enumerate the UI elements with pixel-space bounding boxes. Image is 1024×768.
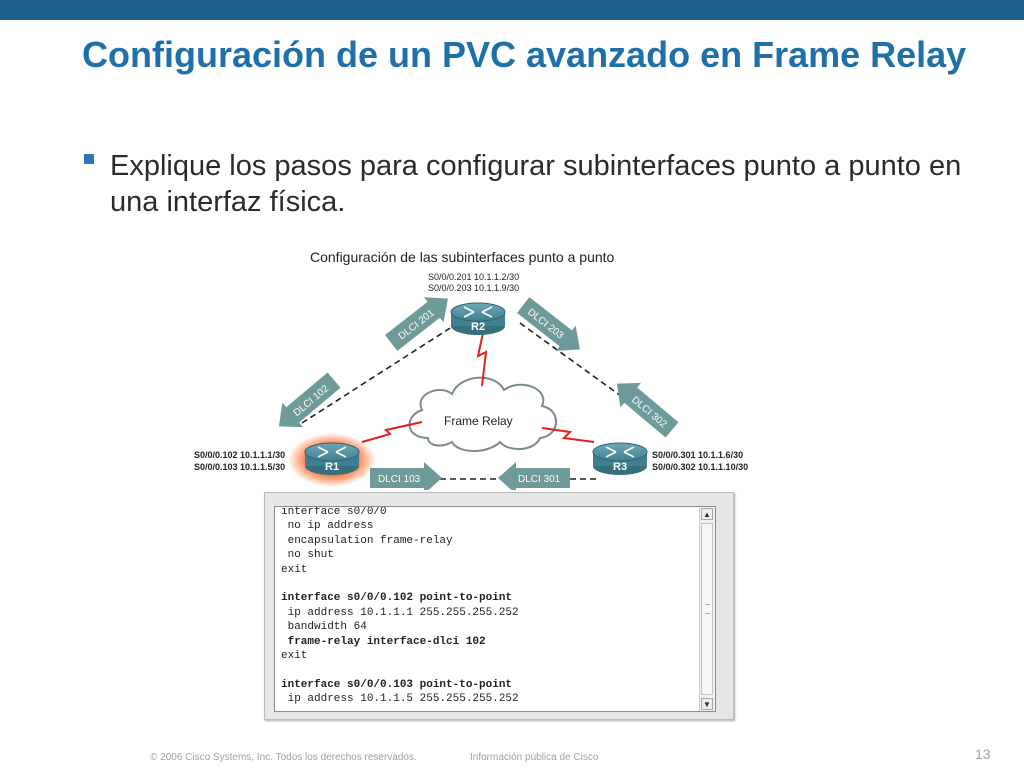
grip-icon	[705, 604, 710, 614]
router-arrows-icon	[317, 446, 347, 458]
slide-title: Configuración de un PVC avanzado en Fram…	[82, 34, 967, 75]
router-r3: R3	[592, 442, 648, 475]
r3-interface-2: S0/0/0.302 10.1.1.10/30	[652, 462, 748, 472]
router-r2-label: R2	[471, 321, 485, 333]
bullet-square-icon	[84, 154, 94, 164]
dlci-103-label: DLCI 103	[378, 474, 421, 485]
dlci-302-arrow: DLCI 302	[616, 382, 679, 438]
serial-link-r2	[476, 332, 488, 387]
dlci-201-arrow: DLCI 201	[385, 297, 448, 351]
footer-classification: Información pública de Cisco	[470, 752, 599, 763]
router-arrows-icon	[463, 306, 493, 318]
vertical-scrollbar[interactable]: ▲ ▼	[699, 507, 715, 711]
config-line: exit	[281, 563, 308, 576]
r3-interface-1: S0/0/0.301 10.1.1.6/30	[652, 450, 743, 460]
router-r2: R2	[450, 302, 506, 335]
dlci-203-arrow: DLCI 203	[517, 297, 580, 351]
serial-link-r3	[541, 427, 595, 443]
router-r1-label: R1	[325, 461, 339, 473]
dlci-301-label: DLCI 301	[518, 474, 561, 485]
serial-link-r1	[361, 421, 423, 443]
bullet-text: Explique los pasos para configurar subin…	[110, 150, 962, 218]
config-window: interface s0/0/0 no ip address encapsula…	[264, 492, 734, 720]
dlci-301-arrow: DLCI 301	[498, 462, 570, 494]
config-line: interface s0/0/0	[281, 506, 387, 518]
config-line: encapsulation frame-relay	[281, 534, 453, 547]
r2-interface-2: S0/0/0.203 10.1.1.9/30	[428, 283, 519, 293]
config-text-area[interactable]: interface s0/0/0 no ip address encapsula…	[274, 506, 716, 712]
config-lines: interface s0/0/0 no ip address encapsula…	[281, 506, 701, 706]
config-line: frame-relay interface-dlci 102	[281, 635, 486, 648]
config-line	[281, 577, 701, 591]
diagram-caption: Configuración de las subinterfaces punto…	[310, 249, 615, 265]
page-number: 13	[975, 746, 991, 762]
scroll-up-arrow-icon[interactable]: ▲	[701, 508, 713, 520]
dlci-103-arrow: DLCI 103	[370, 462, 442, 494]
config-line: exit	[281, 649, 308, 662]
footer-copyright: © 2006 Cisco Systems, Inc. Todos los der…	[150, 752, 417, 763]
pvc-line-r1-r2	[301, 322, 459, 424]
config-line	[281, 663, 701, 677]
config-line: no ip address	[281, 520, 374, 533]
router-r3-label: R3	[613, 461, 627, 473]
cloud-label: Frame Relay	[444, 414, 513, 428]
config-line: bandwidth 64	[281, 621, 367, 634]
r2-interface-1: S0/0/0.201 10.1.1.2/30	[428, 272, 519, 282]
config-line: interface s0/0/0.103 point-to-point	[281, 678, 513, 691]
dlci-102-arrow: DLCI 102	[278, 372, 341, 428]
scroll-down-arrow-icon[interactable]: ▼	[701, 698, 713, 710]
config-line: no shut	[281, 549, 334, 562]
r1-interface-2: S0/0/0.103 10.1.1.5/30	[194, 462, 285, 472]
config-line: ip address 10.1.1.1 255.255.255.252	[281, 606, 519, 619]
config-line: interface s0/0/0.102 point-to-point	[281, 592, 513, 605]
frame-relay-cloud: Frame Relay	[408, 376, 557, 452]
top-bar	[0, 0, 1024, 20]
router-r1: R1	[304, 442, 360, 475]
scroll-thumb[interactable]	[701, 523, 713, 695]
config-line: ip address 10.1.1.5 255.255.255.252	[281, 693, 519, 706]
router-arrows-icon	[605, 446, 635, 458]
r1-interface-1: S0/0/0.102 10.1.1.1/30	[194, 450, 285, 460]
network-diagram: Configuración de las subinterfaces punto…	[190, 238, 790, 494]
